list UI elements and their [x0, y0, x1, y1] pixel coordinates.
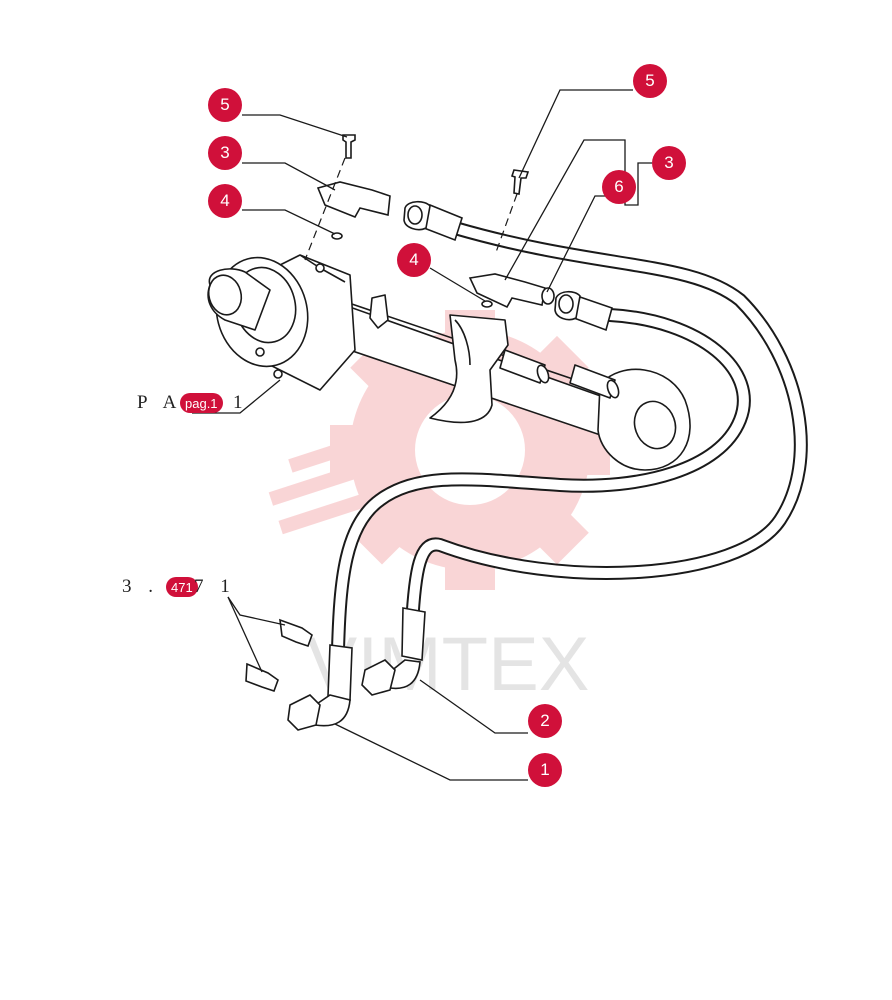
reference-pa-suffix: 1 [233, 392, 249, 413]
callout-4-middle[interactable]: 4 [397, 243, 431, 277]
axis-lines [304, 157, 518, 261]
callout-5-right[interactable]: 5 [633, 64, 667, 98]
reference-3-prefix: 3 . [122, 576, 159, 597]
watermark-brand: VIMTEX [307, 622, 590, 707]
reference-3-suffix: 7 1 [194, 576, 236, 597]
hydraulic-cylinder [207, 254, 691, 471]
callout-5-left[interactable]: 5 [208, 88, 242, 122]
reference-pa: P A pag.1 1 [137, 392, 243, 414]
callout-6[interactable]: 6 [602, 170, 636, 204]
hose-assemblies [331, 221, 808, 657]
callout-3-right[interactable]: 3 [652, 146, 686, 180]
leader-lines [192, 89, 652, 781]
hose-fittings [287, 200, 613, 731]
callout-3-left[interactable]: 3 [208, 136, 242, 170]
callout-2[interactable]: 2 [528, 704, 562, 738]
callout-1[interactable]: 1 [528, 753, 562, 787]
callout-4-left[interactable]: 4 [208, 184, 242, 218]
reference-3-badge[interactable]: 471 [166, 577, 198, 597]
reference-pa-prefix: P A [137, 392, 183, 413]
reference-pa-badge[interactable]: pag.1 [180, 393, 223, 413]
reference-3: 3 . 471 7 1 [122, 576, 230, 598]
banjo-parts [245, 134, 555, 693]
